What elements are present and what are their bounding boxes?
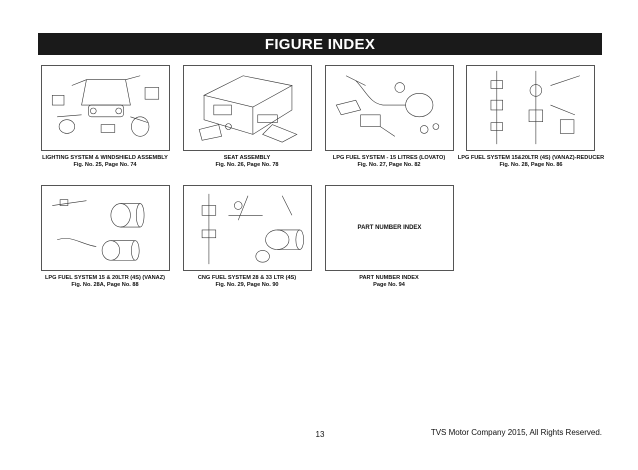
figure-title: LPG FUEL SYSTEM 15 & 20LTR (4S) (VANAZ) <box>45 275 165 281</box>
figure-thumbnail-part-number-index[interactable]: PART NUMBER INDEX <box>325 185 454 271</box>
figure-title: LIGHTING SYSTEM & WINDSHIELD ASSEMBLY <box>42 155 168 161</box>
figure-caption-seat: SEAT ASSEMBLY Fig. No. 26, Page No. 78 <box>162 155 332 169</box>
figure-caption-lpg-lovato: LPG FUEL SYSTEM - 15 LITRES (LOVATO) Fig… <box>304 155 474 169</box>
page-number: 13 <box>315 430 325 439</box>
figure-ref: Fig. No. 25, Page No. 74 <box>73 162 137 168</box>
figure-title: CNG FUEL SYSTEM 28 & 33 LTR (4S) <box>197 275 297 281</box>
figure-ref: Fig. No. 26, Page No. 78 <box>215 162 279 168</box>
panel-label: PART NUMBER INDEX <box>357 225 422 231</box>
figure-title: LPG FUEL SYSTEM 15&20LTR (4S) (VANAZ)-RE… <box>457 155 605 161</box>
figure-thumbnail-lighting[interactable] <box>41 65 170 151</box>
figure-caption-cng: CNG FUEL SYSTEM 28 & 33 LTR (4S) Fig. No… <box>162 275 332 289</box>
figure-caption-part-number-index: PART NUMBER INDEX Page No. 94 <box>304 275 474 289</box>
figure-title: PART NUMBER INDEX <box>359 275 419 281</box>
figure-caption-lpg-vanaz: LPG FUEL SYSTEM 15 & 20LTR (4S) (VANAZ) … <box>20 275 190 289</box>
figure-thumbnail-cng[interactable] <box>183 185 312 271</box>
figure-thumbnail-seat[interactable] <box>183 65 312 151</box>
seat-diagram-icon <box>198 75 298 143</box>
figure-thumbnail-lpg-lovato[interactable] <box>325 65 454 151</box>
figure-thumbnail-lpg-vanaz[interactable] <box>41 185 170 271</box>
lpg-lovato-diagram-icon <box>335 75 440 137</box>
copyright-text: TVS Motor Company 2015, All Rights Reser… <box>430 428 602 437</box>
figure-title: SEAT ASSEMBLY <box>223 155 271 161</box>
lpg-vanaz-reducer-diagram-icon <box>490 70 580 145</box>
figure-ref: Fig. No. 28, Page No. 86 <box>499 162 563 168</box>
lighting-diagram-icon <box>51 75 160 137</box>
figure-title: LPG FUEL SYSTEM - 15 LITRES (LOVATO) <box>332 155 446 161</box>
figure-ref: Fig. No. 29, Page No. 90 <box>215 282 279 288</box>
figure-caption-lpg-vanaz-reducer: LPG FUEL SYSTEM 15&20LTR (4S) (VANAZ)-RE… <box>445 155 617 169</box>
page-title: FIGURE INDEX <box>38 33 602 55</box>
figure-caption-lighting: LIGHTING SYSTEM & WINDSHIELD ASSEMBLY Fi… <box>20 155 190 169</box>
figure-ref: Fig. No. 28A, Page No. 88 <box>71 282 139 288</box>
cng-diagram-icon <box>201 193 304 265</box>
figure-thumbnail-lpg-vanaz-reducer[interactable] <box>466 65 595 151</box>
figure-ref: Page No. 94 <box>373 282 405 288</box>
lpg-vanaz-diagram-icon <box>52 199 145 261</box>
figure-ref: Fig. No. 27, Page No. 82 <box>357 162 421 168</box>
